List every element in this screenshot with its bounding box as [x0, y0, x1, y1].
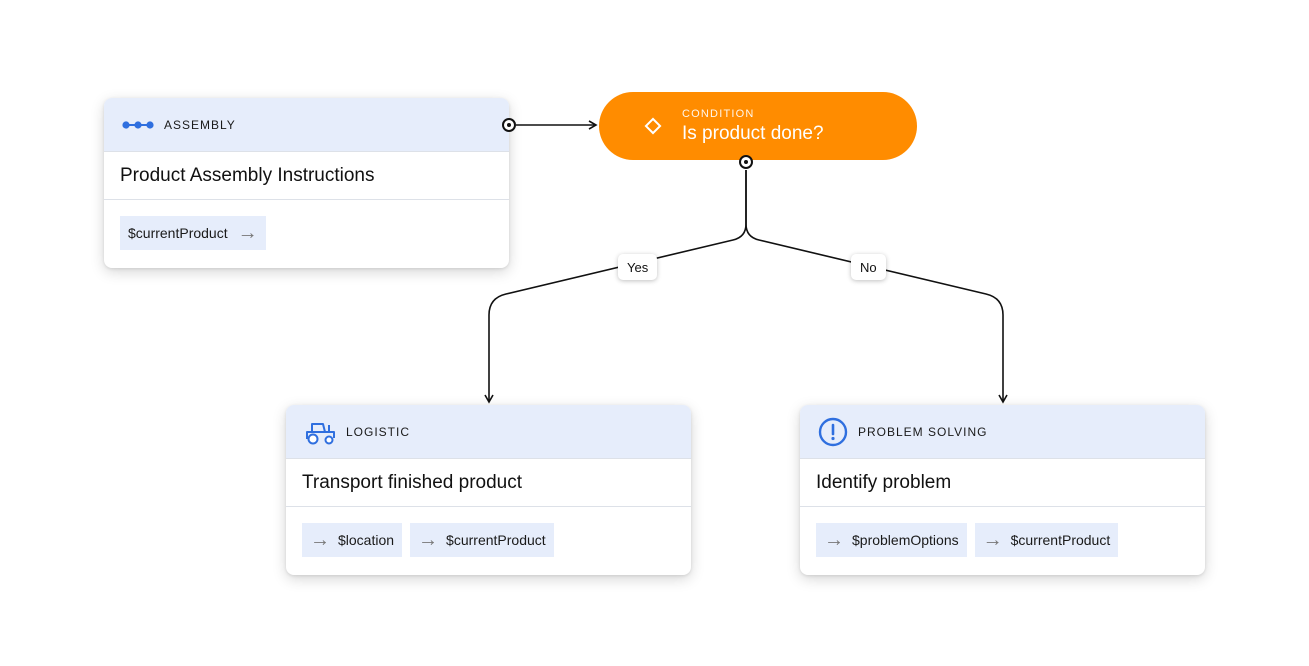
condition-node[interactable]: CONDITION Is product done?	[599, 92, 917, 160]
edge-label-no[interactable]: No	[851, 254, 886, 280]
problem-solving-node[interactable]: PROBLEM SOLVING Identify problem → $prob…	[800, 405, 1205, 575]
node-title: Transport finished product	[286, 459, 691, 507]
node-type-label: ASSEMBLY	[164, 117, 236, 132]
edge-label-yes[interactable]: Yes	[618, 254, 658, 280]
param-chip[interactable]: $currentProduct →	[120, 216, 266, 250]
assembly-node[interactable]: ASSEMBLY Product Assembly Instructions $…	[104, 98, 509, 268]
edge-condition-yes	[484, 170, 747, 404]
connected-dots-icon	[122, 120, 154, 130]
node-params: → $location → $currentProduct	[286, 507, 691, 557]
param-chip[interactable]: → $problemOptions	[816, 523, 967, 557]
node-params: → $problemOptions → $currentProduct	[800, 507, 1205, 557]
diamond-icon	[644, 117, 662, 135]
param-label: $currentProduct	[128, 225, 228, 241]
arrow-right-icon: →	[418, 529, 439, 551]
param-chip[interactable]: → $currentProduct	[974, 523, 1119, 557]
arrow-right-icon: →	[310, 529, 330, 551]
arrow-right-icon: →	[824, 529, 844, 551]
node-title: Product Assembly Instructions	[104, 152, 509, 200]
param-label: $problemOptions	[852, 532, 959, 548]
arrow-right-icon: →	[237, 222, 258, 244]
assembly-output-port[interactable]	[502, 118, 516, 132]
exclamation-circle-icon	[818, 417, 848, 447]
condition-output-port[interactable]	[739, 155, 753, 169]
edge-condition-no	[745, 170, 1008, 404]
arrow-right-icon: →	[982, 529, 1003, 551]
node-type-label: LOGISTIC	[346, 424, 411, 439]
tractor-icon	[304, 419, 336, 445]
param-chip[interactable]: → $currentProduct	[410, 523, 554, 557]
param-chip[interactable]: → $location	[302, 523, 403, 557]
node-title: Is product done?	[682, 122, 824, 144]
logistic-node[interactable]: LOGISTIC Transport finished product → $l…	[286, 405, 691, 575]
node-type-label: PROBLEM SOLVING	[858, 424, 988, 439]
param-label: $currentProduct	[446, 532, 546, 548]
param-label: $location	[338, 532, 395, 548]
node-type-label: CONDITION	[682, 107, 755, 120]
node-params: $currentProduct →	[104, 200, 509, 250]
node-title: Identify problem	[800, 459, 1205, 507]
problem-solving-node-header: PROBLEM SOLVING	[800, 405, 1205, 459]
assembly-node-header: ASSEMBLY	[104, 98, 509, 152]
logistic-node-header: LOGISTIC	[286, 405, 691, 459]
param-label: $currentProduct	[1010, 532, 1111, 548]
